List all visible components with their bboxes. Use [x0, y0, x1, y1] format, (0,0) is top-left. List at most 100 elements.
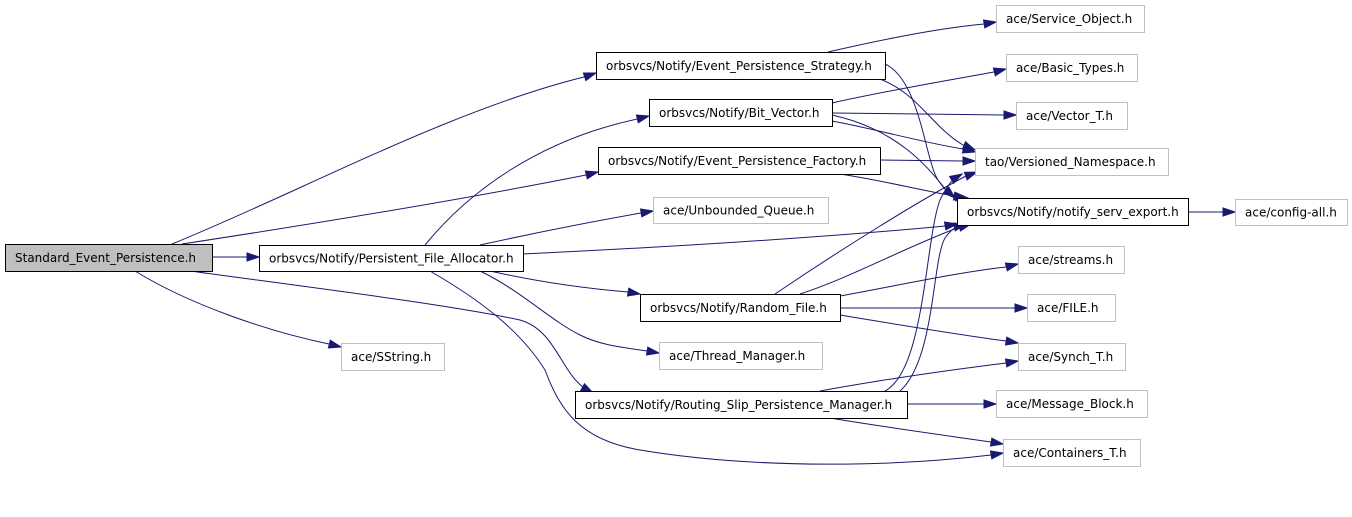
edges-layer	[134, 19, 1237, 465]
node-label: ace/Containers_T.h	[1013, 446, 1127, 460]
node-box	[653, 197, 829, 224]
node-box	[5, 244, 213, 272]
edge-line	[827, 21, 997, 53]
node-label: orbsvcs/Notify/Random_File.h	[650, 301, 827, 315]
edge-arrowhead	[645, 346, 661, 356]
node-box	[1018, 343, 1126, 371]
edge-line	[189, 270, 594, 394]
edge-standard_event_persistence-to-event_persistence_factory	[181, 170, 600, 245]
edge-random_file-to-versioned_namespace	[774, 171, 979, 295]
edge-routing_slip_persistence_manager-to-containers_t	[829, 417, 1005, 447]
edge-persistent_file_allocator-to-bit_vector	[424, 114, 651, 246]
node-label: tao/Versioned_Namespace.h	[985, 155, 1156, 169]
node-box	[259, 245, 524, 272]
node-service-object: ace/Service_Object.h	[996, 5, 1145, 33]
node-config-all: ace/config-all.h	[1235, 199, 1348, 226]
edge-line	[819, 360, 1019, 392]
edge-line	[479, 210, 654, 246]
edge-arrowhead	[1004, 262, 1020, 272]
edge-line	[831, 68, 1007, 104]
edge-arrowhead	[983, 399, 998, 409]
node-sstring: ace/SString.h	[341, 343, 445, 371]
node-box	[1003, 439, 1141, 467]
node-vector-t: ace/Vector_T.h	[1016, 102, 1128, 130]
edge-arrowhead	[639, 208, 655, 218]
edge-arrowhead	[992, 67, 1008, 77]
node-box	[649, 99, 833, 127]
edge-standard_event_persistence-to-event_persistence_strategy	[171, 72, 598, 245]
node-streams: ace/streams.h	[1018, 246, 1125, 274]
edge-arrowhead	[635, 114, 651, 124]
node-box	[996, 390, 1148, 418]
node-file-h: ace/FILE.h	[1027, 294, 1116, 322]
edge-line	[479, 270, 660, 354]
edge-arrowhead	[1004, 358, 1020, 368]
node-persistent-file-allocator[interactable]: orbsvcs/Notify/Persistent_File_Allocator…	[259, 245, 524, 272]
edge-arrowhead	[962, 156, 977, 166]
edge-line	[839, 314, 1019, 344]
edge-bit_vector-to-versioned_namespace	[831, 120, 977, 154]
node-random-file[interactable]: orbsvcs/Notify/Random_File.h	[640, 294, 841, 322]
node-box	[598, 147, 881, 175]
node-box	[341, 343, 445, 371]
edge-bit_vector-to-basic_types	[831, 67, 1008, 104]
node-label: ace/Thread_Manager.h	[669, 349, 805, 363]
edge-arrowhead	[963, 171, 979, 181]
edge-arrowhead	[961, 144, 977, 154]
node-label: ace/config-all.h	[1245, 206, 1337, 220]
node-routing-slip-persistence-manager[interactable]: orbsvcs/Notify/Routing_Slip_Persistence_…	[575, 391, 908, 419]
edge-arrowhead	[1014, 303, 1029, 313]
edge-event_persistence_factory-to-versioned_namespace	[879, 156, 977, 166]
node-event-persistence-factory[interactable]: orbsvcs/Notify/Event_Persistence_Factory…	[598, 147, 881, 175]
node-label: orbsvcs/Notify/Persistent_File_Allocator…	[269, 252, 514, 266]
node-box	[575, 391, 908, 419]
edge-arrowhead	[989, 437, 1005, 447]
node-box	[1018, 246, 1125, 274]
edge-standard_event_persistence-to-sstring	[134, 270, 343, 349]
node-label: Standard_Event_Persistence.h	[15, 251, 196, 265]
node-event-persistence-strategy[interactable]: orbsvcs/Notify/Event_Persistence_Strateg…	[596, 52, 886, 80]
edge-persistent_file_allocator-to-containers_t	[429, 270, 1005, 465]
edge-standard_event_persistence-to-persistent_file_allocator	[212, 252, 261, 262]
edge-notify_serv_export-to-config_all	[1188, 207, 1237, 217]
edge-random_file-to-file_h	[840, 303, 1029, 313]
edge-line	[884, 173, 963, 392]
node-box	[1016, 102, 1128, 130]
node-box	[1006, 54, 1138, 82]
edge-routing_slip_persistence_manager-to-synch_t	[819, 358, 1020, 392]
edge-persistent_file_allocator-to-thread_manager	[479, 270, 661, 356]
edge-line	[831, 114, 956, 199]
node-label: ace/SString.h	[351, 350, 431, 364]
node-thread-manager: ace/Thread_Manager.h	[659, 342, 823, 370]
edge-arrowhead	[626, 287, 642, 297]
edge-line	[424, 115, 650, 246]
edge-random_file-to-notify_serv_export	[799, 222, 973, 295]
node-bit-vector[interactable]: orbsvcs/Notify/Bit_Vector.h	[649, 99, 833, 127]
edge-line	[522, 223, 958, 255]
edge-arrowhead	[989, 450, 1005, 460]
edge-arrowhead	[582, 72, 598, 82]
node-label: ace/FILE.h	[1037, 301, 1099, 315]
edge-line	[774, 171, 978, 295]
edge-line	[831, 120, 976, 153]
edge-random_file-to-synch_t	[839, 314, 1020, 346]
node-box	[659, 342, 823, 370]
node-label: ace/Message_Block.h	[1006, 397, 1134, 411]
edge-arrowhead	[327, 339, 343, 349]
node-notify-serv-export[interactable]: orbsvcs/Notify/notify_serv_export.h	[957, 198, 1189, 226]
node-label: orbsvcs/Notify/Event_Persistence_Strateg…	[606, 59, 872, 73]
node-box	[975, 148, 1169, 176]
node-box	[640, 294, 841, 322]
edge-routing_slip_persistence_manager-to-message_block	[907, 399, 998, 409]
node-box	[957, 198, 1189, 226]
node-box	[1027, 294, 1116, 322]
node-versioned-namespace: tao/Versioned_Namespace.h	[975, 148, 1169, 176]
edge-line	[829, 417, 1004, 445]
node-standard-event-persistence: Standard_Event_Persistence.h	[5, 244, 213, 272]
node-label: orbsvcs/Notify/Bit_Vector.h	[659, 106, 819, 120]
edge-line	[489, 270, 641, 295]
node-label: ace/Vector_T.h	[1026, 109, 1113, 123]
edge-line	[879, 159, 975, 162]
node-label: orbsvcs/Notify/notify_serv_export.h	[967, 205, 1179, 219]
